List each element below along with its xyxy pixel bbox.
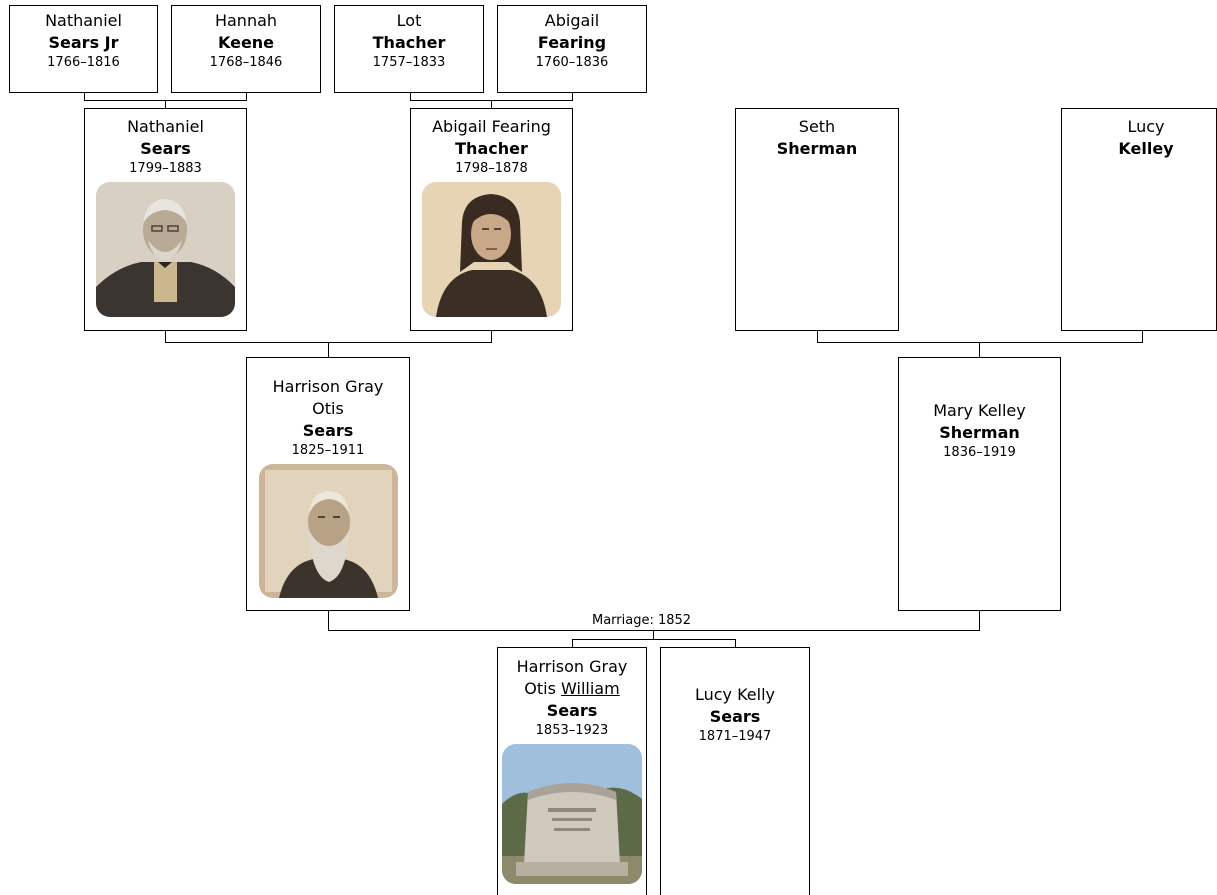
portrait-abigail-thacher-icon <box>422 182 561 317</box>
person-card-lot-thacher[interactable]: Lot Thacher 1757–1833 <box>334 5 484 93</box>
connector-line <box>653 630 654 640</box>
connector-line <box>491 330 492 343</box>
given-name: Seth <box>798 117 836 136</box>
given-name: Hannah <box>214 11 278 30</box>
person-card-harrison-gray-otis-sears[interactable]: Harrison Gray Otis Sears 1825–1911 <box>246 357 410 611</box>
surname: Keene <box>217 33 275 52</box>
life-dates: 1871–1947 <box>698 729 772 744</box>
person-card-harrison-gray-otis-william-sears[interactable]: Harrison Gray Otis William Sears 1853–19… <box>497 647 647 895</box>
person-card-abigail-fearing[interactable]: Abigail Fearing 1760–1836 <box>497 5 647 93</box>
surname: Sears <box>546 701 598 720</box>
surname: Fearing <box>537 33 607 52</box>
portrait-harrison-gray-otis-sears-icon <box>258 464 398 598</box>
connector-line <box>735 639 736 648</box>
connector-line <box>817 342 1143 343</box>
life-dates: 1757–1833 <box>372 55 446 70</box>
given-name: Abigail <box>544 11 600 30</box>
life-dates: 1760–1836 <box>535 55 609 70</box>
connector-line <box>328 342 329 357</box>
life-dates: 1825–1911 <box>291 443 365 458</box>
connector-line <box>1142 330 1143 343</box>
given-name-line2: Otis William <box>498 678 646 700</box>
surname: Sherman <box>776 139 858 158</box>
surname: Sears <box>709 707 761 726</box>
given-name: Abigail Fearing <box>432 117 551 136</box>
person-card-mary-kelley-sherman[interactable]: Mary Kelley Sherman 1836–1919 <box>898 357 1061 611</box>
marriage-label: Marriage: 1852 <box>590 613 694 629</box>
given-name: Mary Kelley <box>933 401 1026 420</box>
surname: Sears <box>140 139 191 158</box>
connector-line <box>572 92 573 101</box>
gravestone-icon <box>502 744 642 884</box>
connector-line <box>165 100 166 108</box>
surname: Thacher <box>372 33 446 52</box>
life-dates: 1799–1883 <box>129 161 202 176</box>
surname: Sears <box>302 421 354 440</box>
person-card-nathaniel-sears-jr[interactable]: Nathaniel Sears Jr 1766–1816 <box>9 5 158 93</box>
connector-line <box>246 92 247 101</box>
life-dates: 1766–1816 <box>47 55 120 70</box>
given-name-line1: Harrison Gray <box>272 377 384 396</box>
person-card-hannah-keene[interactable]: Hannah Keene 1768–1846 <box>171 5 321 93</box>
life-dates: 1853–1923 <box>535 723 609 738</box>
person-card-abigail-fearing-thacher[interactable]: Abigail Fearing Thacher 1798–1878 <box>410 108 573 331</box>
surname: Thacher <box>455 139 528 158</box>
connector-line <box>572 639 736 640</box>
middle-name: Otis <box>524 679 556 698</box>
given-name: Nathaniel <box>45 11 122 30</box>
connector-line <box>572 639 573 648</box>
given-name-line2: Otis <box>312 399 344 418</box>
given-name: Lucy Kelly <box>694 685 776 704</box>
given-name-line1: Harrison Gray <box>516 657 628 676</box>
life-dates: 1768–1846 <box>209 55 283 70</box>
connector-line <box>165 330 166 343</box>
surname: Sherman <box>939 423 1020 442</box>
connector-line <box>817 330 818 343</box>
given-name: Lucy <box>1127 117 1165 136</box>
portrait-nathaniel-sears-icon <box>96 182 235 317</box>
connector-line <box>84 92 85 101</box>
connector-line <box>979 610 980 631</box>
person-card-nathaniel-sears[interactable]: Nathaniel Sears 1799–1883 <box>84 108 247 331</box>
given-name: Lot <box>396 11 422 30</box>
connector-line <box>410 92 411 101</box>
surname: Kelley <box>1118 139 1174 158</box>
connector-line <box>328 610 329 631</box>
connector-line <box>491 100 492 108</box>
person-card-lucy-kelley[interactable]: Lucy Kelley <box>1061 108 1217 331</box>
life-dates: 1798–1878 <box>455 161 528 176</box>
life-dates: 1836–1919 <box>943 445 1016 460</box>
person-card-lucy-kelly-sears[interactable]: Lucy Kelly Sears 1871–1947 <box>660 647 810 895</box>
connector-line <box>979 342 980 357</box>
surname: Sears Jr <box>48 33 119 52</box>
person-card-seth-sherman[interactable]: Seth Sherman <box>735 108 899 331</box>
connector-line <box>328 630 980 631</box>
given-name: Nathaniel <box>127 117 204 136</box>
preferred-name: William <box>561 679 620 698</box>
